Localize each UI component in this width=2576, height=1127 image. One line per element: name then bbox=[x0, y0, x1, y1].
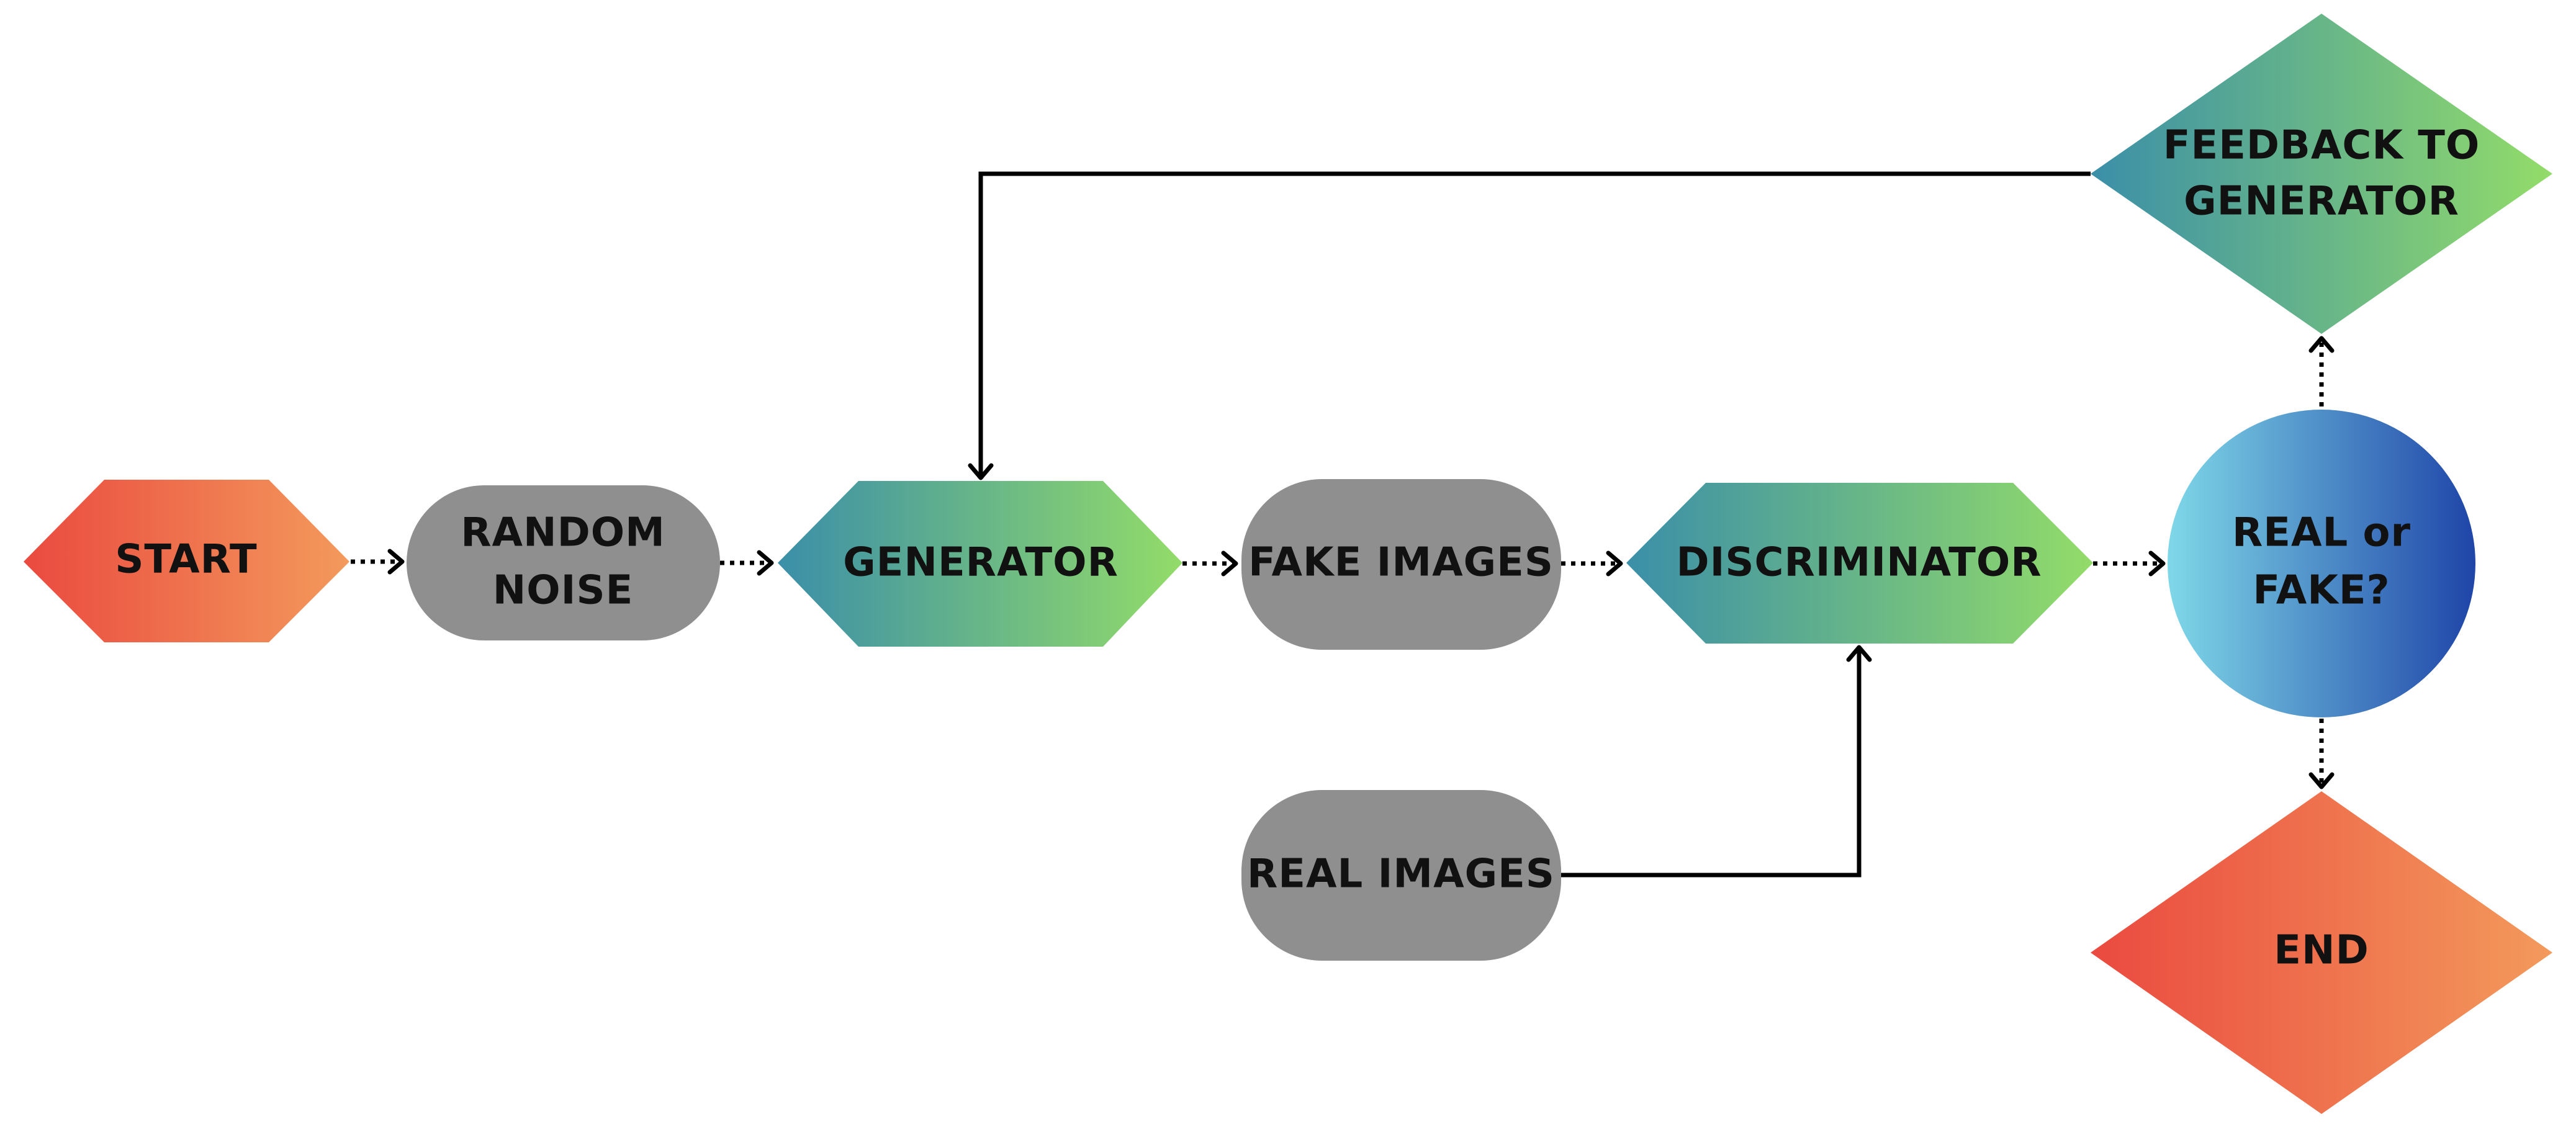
real-or-fake-circle bbox=[2168, 410, 2475, 717]
real-or-fake-label-line2: FAKE? bbox=[2253, 568, 2390, 614]
generator-label: GENERATOR bbox=[843, 540, 1119, 586]
fake-images-pill bbox=[1241, 479, 1561, 650]
node-start: START bbox=[24, 480, 349, 642]
discriminator-hexagon bbox=[1626, 483, 2093, 644]
edge-generator-to-fake-images bbox=[1182, 550, 1238, 577]
node-random-noise: RANDOM NOISE bbox=[407, 485, 720, 640]
edge-real-images-to-discriminator bbox=[1561, 645, 1872, 878]
end-diamond bbox=[2091, 791, 2552, 1114]
random-noise-pill bbox=[407, 485, 720, 640]
fake-images-label: FAKE IMAGES bbox=[1248, 540, 1554, 586]
feedback-label-line1: FEEDBACK TO bbox=[2163, 123, 2480, 169]
node-real-or-fake: REAL or FAKE? bbox=[2168, 410, 2475, 717]
node-real-images: REAL IMAGES bbox=[1241, 790, 1561, 961]
edge-real-or-fake-to-feedback bbox=[2308, 336, 2335, 406]
edge-real-or-fake-to-end bbox=[2308, 719, 2335, 789]
node-generator: GENERATOR bbox=[778, 481, 1182, 647]
generator-hexagon bbox=[778, 481, 1182, 647]
node-fake-images: FAKE IMAGES bbox=[1241, 479, 1561, 650]
node-end: END bbox=[2091, 791, 2552, 1114]
node-discriminator: DISCRIMINATOR bbox=[1626, 483, 2093, 644]
feedback-label-line2: GENERATOR bbox=[2184, 179, 2459, 225]
start-hexagon bbox=[24, 480, 349, 642]
real-images-pill bbox=[1241, 790, 1561, 961]
random-noise-label-line2: NOISE bbox=[493, 568, 634, 614]
real-images-label: REAL IMAGES bbox=[1247, 851, 1555, 897]
node-feedback-to-generator: FEEDBACK TO GENERATOR bbox=[2091, 14, 2552, 334]
start-label: START bbox=[115, 537, 257, 583]
edge-fake-images-to-discriminator bbox=[1561, 550, 1623, 577]
edge-random-noise-to-generator bbox=[720, 550, 774, 576]
edge-feedback-to-generator bbox=[968, 171, 2091, 480]
feedback-diamond bbox=[2091, 14, 2552, 334]
random-noise-label-line1: RANDOM bbox=[461, 510, 665, 556]
edge-start-to-random-noise bbox=[351, 549, 405, 575]
edge-discriminator-to-real-or-fake bbox=[2093, 550, 2166, 577]
end-label: END bbox=[2274, 928, 2369, 974]
real-or-fake-label-line1: REAL or bbox=[2232, 510, 2411, 556]
discriminator-label: DISCRIMINATOR bbox=[1676, 540, 2042, 586]
